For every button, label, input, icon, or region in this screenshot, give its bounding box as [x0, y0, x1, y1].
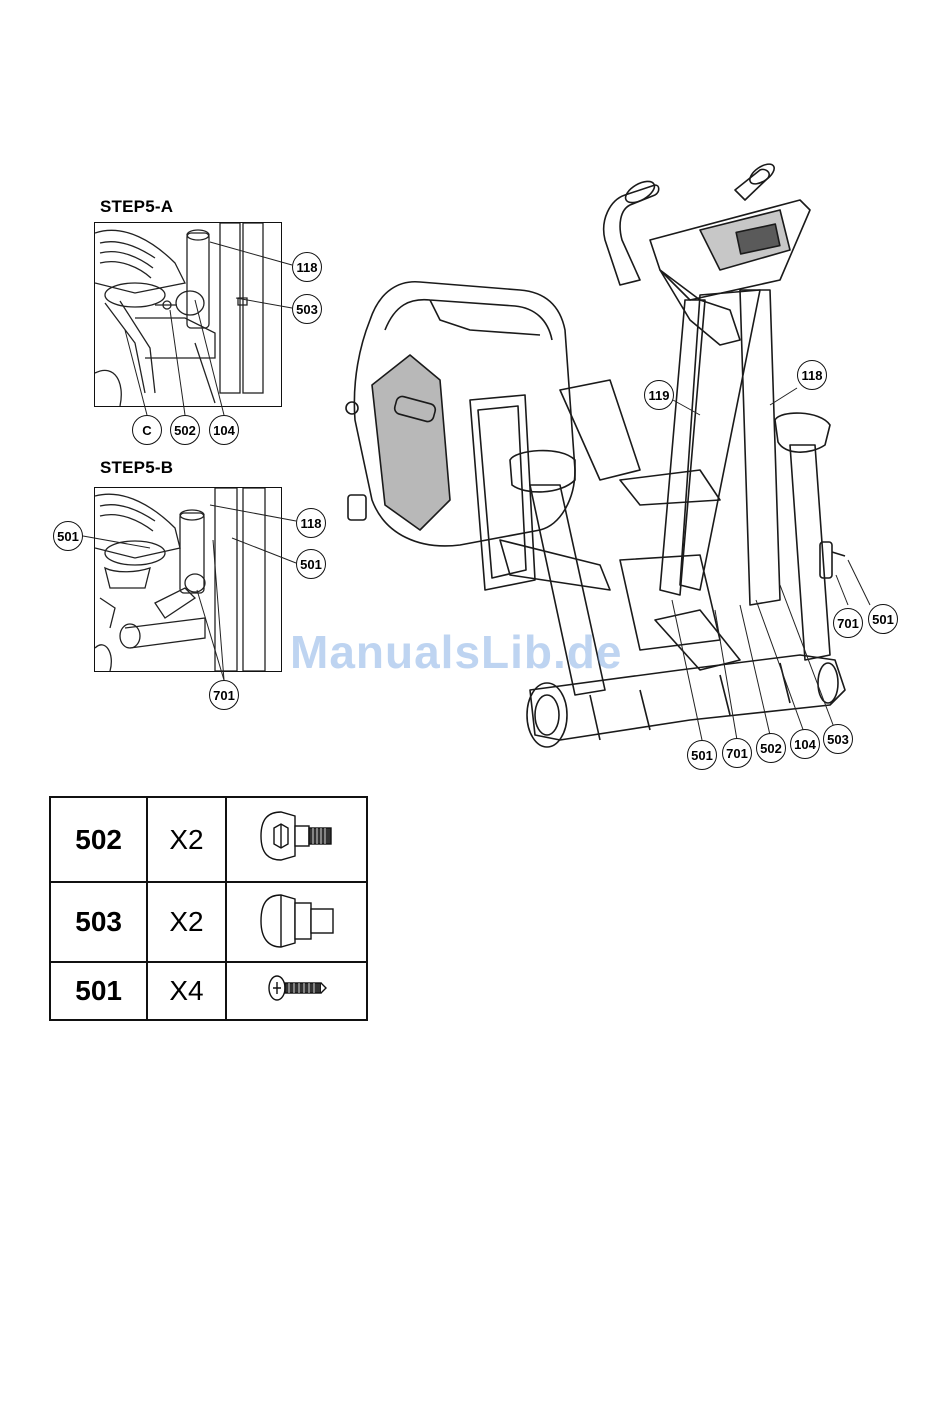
part-quantity: X2 [147, 882, 225, 962]
main-callout-118: 118 [797, 360, 827, 390]
bushing-bolt-icon [226, 882, 367, 962]
parts-row: 503 X2 [50, 882, 367, 962]
parts-row: 501 X4 [50, 962, 367, 1020]
parts-row: 502 X2 [50, 797, 367, 882]
part-code: 501 [50, 962, 147, 1020]
main-callout-119: 119 [644, 380, 674, 410]
flat-hex-socket-bolt-icon [226, 797, 367, 882]
hardware-parts-table: 502 X2 503 X2 [49, 796, 368, 1021]
manualslib-watermark: ManualsLib.de [290, 625, 622, 679]
part-quantity: X4 [147, 962, 225, 1020]
part-code: 503 [50, 882, 147, 962]
main-callout-701-right: 701 [833, 608, 863, 638]
main-callout-104: 104 [790, 729, 820, 759]
main-callout-502: 502 [756, 733, 786, 763]
main-callout-501-right: 501 [868, 604, 898, 634]
main-callout-701-bottom: 701 [722, 738, 752, 768]
main-callout-503: 503 [823, 724, 853, 754]
part-quantity: X2 [147, 797, 225, 882]
main-callout-501-bottom: 501 [687, 740, 717, 770]
part-code: 502 [50, 797, 147, 882]
phillips-screw-icon [226, 962, 367, 1020]
